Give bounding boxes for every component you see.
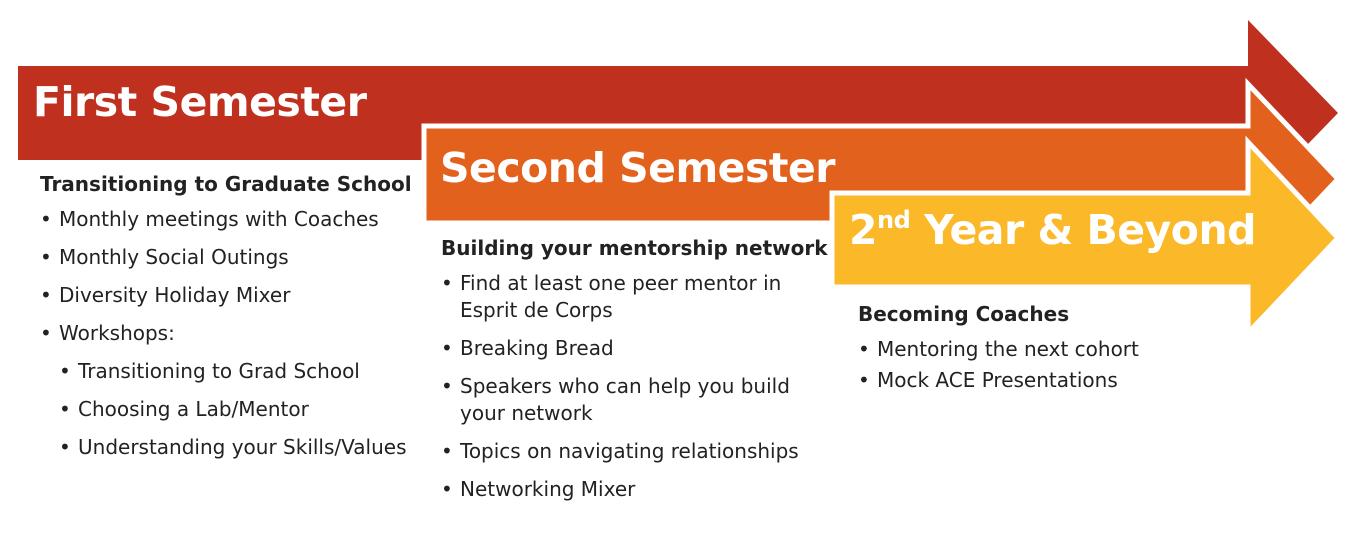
first-semester-title: First Semester bbox=[33, 78, 367, 126]
sub-list-item: Choosing a Lab/Mentor bbox=[59, 396, 420, 423]
list-item: Monthly Social Outings bbox=[40, 244, 420, 271]
list-item: Networking Mixer bbox=[441, 476, 811, 503]
sub-list-item: Understanding your Skills/Values bbox=[59, 434, 420, 461]
list-item: Breaking Bread bbox=[441, 335, 811, 362]
list-item: Workshops: bbox=[40, 320, 420, 347]
list-item: Mock ACE Presentations bbox=[858, 367, 1218, 394]
second-year-title-number: 2 bbox=[849, 206, 878, 254]
list-item: Speakers who can help you build your net… bbox=[441, 373, 811, 427]
first-semester-list: Monthly meetings with CoachesMonthly Soc… bbox=[40, 206, 420, 461]
second-year-title-ordinal: nd bbox=[877, 206, 911, 234]
second-semester-title: Second Semester bbox=[440, 144, 836, 192]
second-year-arrow bbox=[829, 135, 1342, 340]
list-item: Find at least one peer mentor in Esprit … bbox=[441, 270, 811, 324]
second-semester-column: Building your mentorship network Find at… bbox=[441, 236, 828, 514]
second-semester-list: Find at least one peer mentor in Esprit … bbox=[441, 270, 811, 503]
second-year-column: Becoming Coaches Mentoring the next coho… bbox=[858, 302, 1218, 398]
second-semester-heading: Building your mentorship network bbox=[441, 236, 828, 260]
list-item: Mentoring the next cohort bbox=[858, 336, 1218, 363]
list-item: Monthly meetings with Coaches bbox=[40, 206, 420, 233]
list-item: Diversity Holiday Mixer bbox=[40, 282, 420, 309]
first-semester-column: Transitioning to Graduate School Monthly… bbox=[40, 172, 420, 472]
list-item: Topics on navigating relationships bbox=[441, 438, 811, 465]
second-year-title: 2nd Year & Beyond bbox=[849, 206, 1256, 254]
second-year-title-rest: Year & Beyond bbox=[910, 206, 1256, 254]
first-semester-heading: Transitioning to Graduate School bbox=[40, 172, 412, 196]
second-year-heading: Becoming Coaches bbox=[858, 302, 1070, 326]
sub-list-item: Transitioning to Grad School bbox=[59, 358, 420, 385]
second-semester-title-text: Second Semester bbox=[440, 144, 836, 192]
first-semester-title-text: First Semester bbox=[33, 78, 367, 126]
second-year-list: Mentoring the next cohortMock ACE Presen… bbox=[858, 336, 1218, 394]
